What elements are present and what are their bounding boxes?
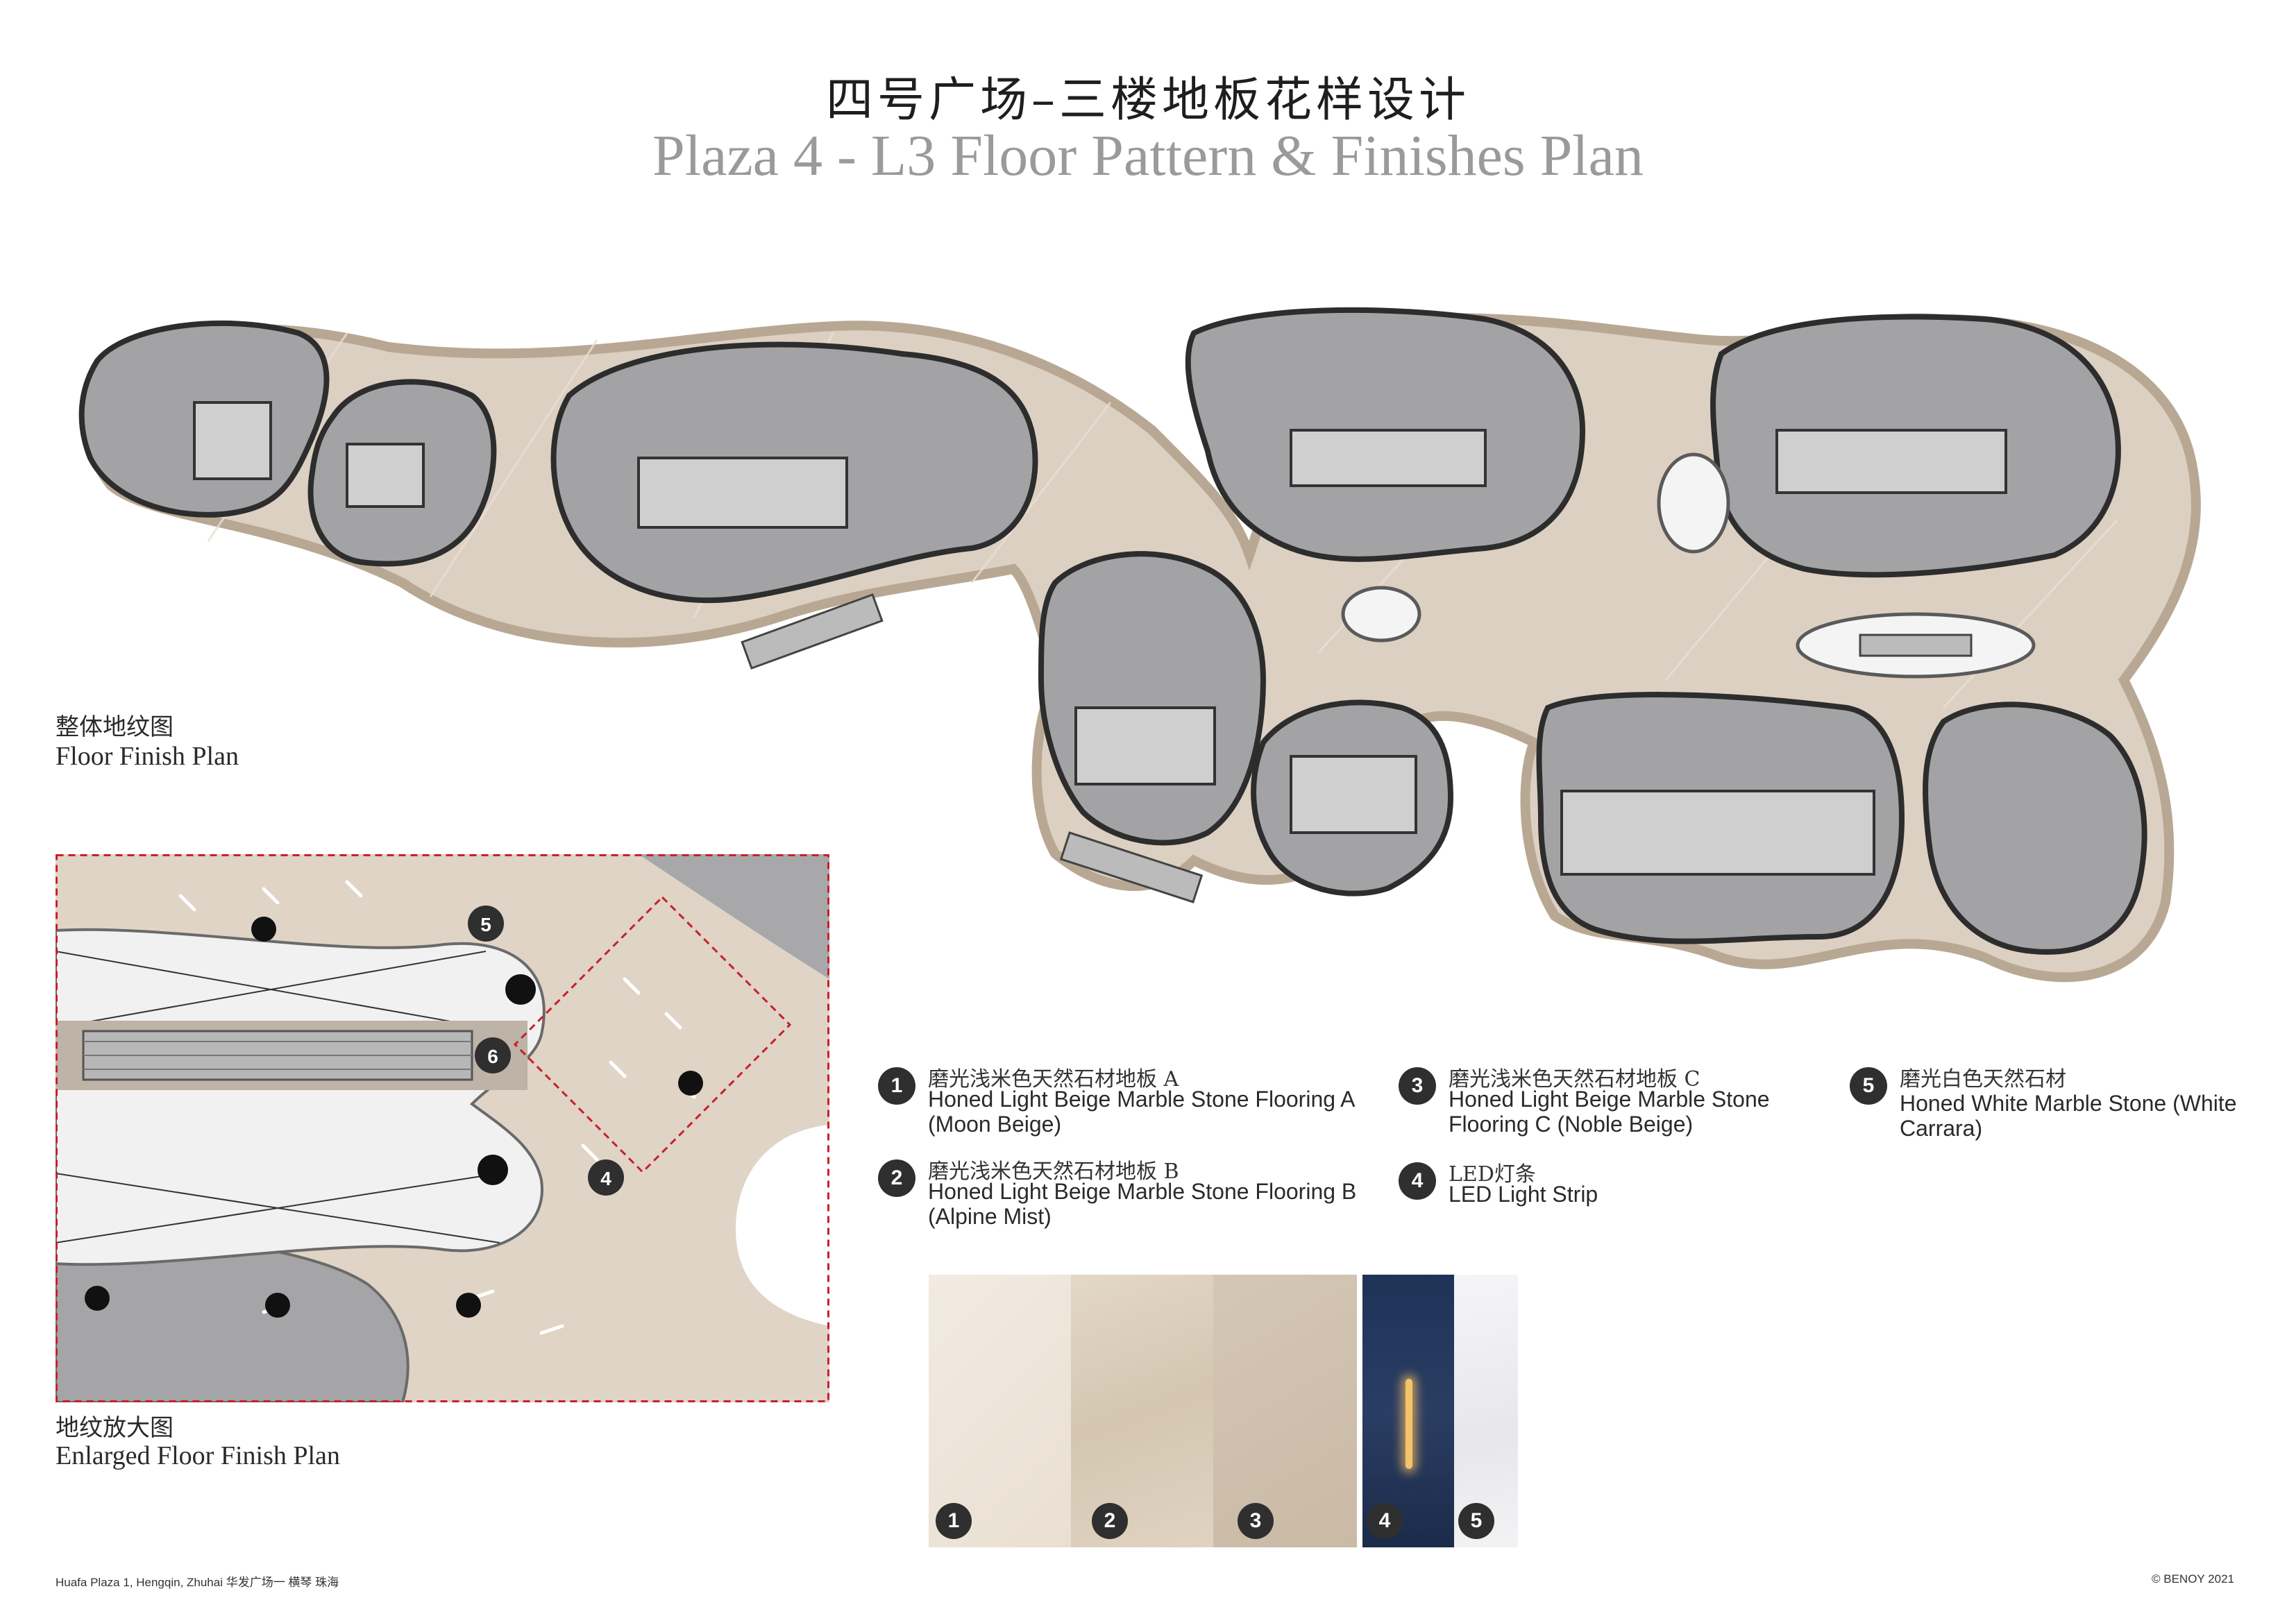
legend-number: 2 (878, 1159, 915, 1197)
marker-6: 6 (475, 1037, 511, 1073)
enlarged-floor-finish-plan: 5 6 4 (56, 854, 829, 1402)
void-right (736, 1125, 829, 1326)
floor-finish-plan (78, 307, 2201, 983)
legend-label-zh: 磨光浅米色天然石材地板 B (928, 1159, 1179, 1184)
legend-number: 5 (1850, 1067, 1887, 1105)
legend-label-zh: 磨光浅米色天然石材地板 A (928, 1067, 1179, 1091)
led-glow (1406, 1379, 1412, 1469)
swatch-number: 2 (1092, 1503, 1128, 1539)
tenant-unit (1923, 702, 2147, 955)
swatch-white-carrara: 5 (1454, 1275, 1518, 1547)
legend-number: 3 (1399, 1067, 1436, 1105)
footer-location: Huafa Plaza 1, Hengqin, Zhuhai 华发广场一 横琴 … (56, 1576, 339, 1589)
enlarged-plan-caption-en: Enlarged Floor Finish Plan (56, 1441, 340, 1470)
escalator-treads (83, 1041, 472, 1070)
tenant-unit-upper-right (639, 854, 829, 979)
legend-label-en: Honed White Marble Stone (White Carrara) (1900, 1091, 2237, 1141)
marker-6-label: 6 (487, 1046, 498, 1067)
legend-label-en: Honed Light Beige Marble Stone Flooring … (928, 1087, 1354, 1137)
columns (85, 917, 703, 1318)
detail-box (513, 895, 792, 1174)
enlarged-plan-caption-zh: 地纹放大图 (56, 1414, 174, 1442)
marker-5-label: 5 (480, 914, 491, 935)
legend-label-en: Honed Light Beige Marble Stone Flooring … (928, 1179, 1357, 1229)
atrium-voids (1341, 452, 2036, 679)
swatch-moon-beige: 1 (929, 1275, 1071, 1547)
swatch-number: 5 (1458, 1503, 1494, 1539)
page-title-zh: 四号广场–三楼地板花样设计 (825, 73, 1470, 128)
floor-plan-caption-zh: 整体地纹图 (56, 713, 174, 741)
legend-label-zh: 磨光白色天然石材 (1900, 1067, 2066, 1091)
swatch-number: 4 (1367, 1503, 1403, 1539)
legend-number: 4 (1399, 1162, 1436, 1200)
legend-number: 1 (878, 1067, 915, 1105)
legend-label-zh: 磨光浅米色天然石材地板 C (1449, 1067, 1700, 1091)
atrium-lines (56, 951, 500, 1243)
legend-label-en: Honed Light Beige Marble Stone Flooring … (1449, 1087, 1770, 1137)
swatch-alpine-mist: 2 (1071, 1275, 1213, 1547)
marker-4: 4 (588, 1159, 624, 1196)
swatch-led-strip: 4 (1362, 1275, 1454, 1547)
escalators (741, 593, 1973, 903)
tenant-unit (1038, 551, 1267, 846)
floor-plan-caption-en: Floor Finish Plan (56, 742, 239, 771)
marker-5: 5 (468, 906, 504, 942)
service-cores (193, 401, 2007, 876)
page-title-en: Plaza 4 - L3 Floor Pattern & Finishes Pl… (652, 124, 1644, 188)
legend-label-en: LED Light Strip (1449, 1182, 1598, 1207)
marker-4-label: 4 (600, 1168, 611, 1189)
enlarged-plan-frame (56, 854, 829, 1402)
atrium-void (56, 928, 546, 1266)
swatch-noble-beige: 3 (1213, 1275, 1357, 1547)
legend-label-zh: LED灯条 (1449, 1162, 1536, 1187)
footer-copyright: © BENOY 2021 (2152, 1572, 2234, 1586)
swatch-number: 3 (1238, 1503, 1274, 1539)
swatch-number: 1 (936, 1503, 972, 1539)
